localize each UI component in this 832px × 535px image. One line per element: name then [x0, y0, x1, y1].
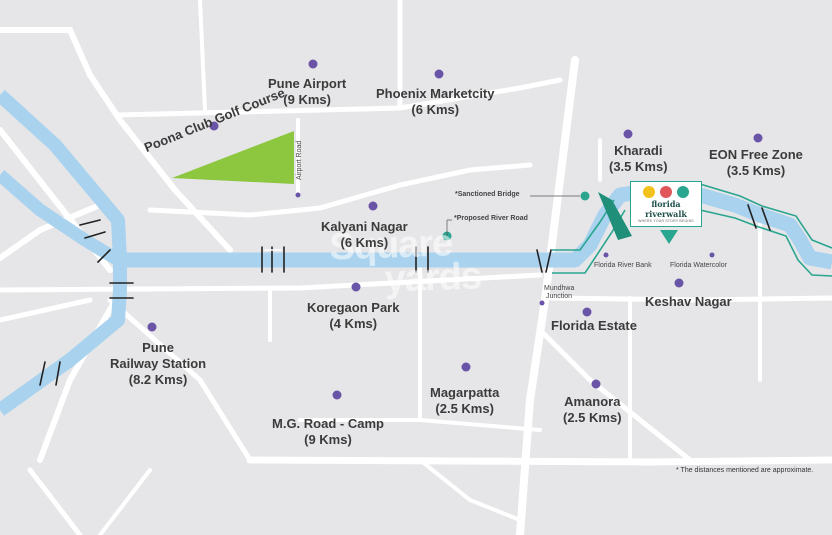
label-keshav-nagar: Keshav Nagar [645, 294, 732, 309]
label-florida-watercolor: Florida Watercolor [670, 262, 727, 269]
label-kharadi: Kharadi(3.5 Kms) [609, 143, 668, 174]
small-markers [295, 192, 715, 306]
label-florida-estate: Florida Estate [551, 318, 637, 333]
label-phoenix-marketcity: Phoenix Marketcity(6 Kms) [376, 86, 495, 117]
golf-course-area [172, 131, 294, 184]
label-magarpatta: Magarpatta(2.5 Kms) [430, 385, 500, 416]
florida-riverwalk-logo: florida riverwalk WHERE YOUR STORY BEGIN… [630, 181, 702, 227]
brand-tagline: WHERE YOUR STORY BEGINS [638, 219, 694, 223]
label-junction: Junction [546, 293, 573, 300]
label-proposed-river-road: *Proposed River Road [454, 215, 528, 222]
label-kalyani-nagar: Kalyani Nagar(6 Kms) [321, 219, 408, 250]
property-pointer [660, 230, 678, 244]
label-mg-road-camp: M.G. Road - Camp(9 Kms) [272, 416, 384, 447]
label-airport-road: Airport Road [296, 140, 303, 180]
distance-footnote: * The distances mentioned are approximat… [676, 467, 814, 474]
label-koregaon-park: Koregaon Park(4 Kms) [307, 300, 400, 331]
sanctioned-bridge-dot [580, 191, 590, 201]
label-sanctioned-bridge: *Sanctioned Bridge [455, 191, 520, 198]
brand-title: florida riverwalk [645, 199, 687, 219]
place-markers [147, 59, 763, 400]
logo-dots [631, 186, 701, 198]
label-florida-river-bank: Florida River Bank [594, 262, 652, 269]
bridges [39, 204, 771, 386]
label-amanora: Amanora(2.5 Kms) [563, 394, 622, 425]
sanctioned-bridge-marker [598, 192, 632, 240]
label-pune-airport: Pune Airport(9 Kms) [268, 76, 347, 107]
label-eon-free-zone: EON Free Zone(3.5 Kms) [709, 147, 803, 178]
label-mundhwa: Mundhwa [544, 285, 575, 292]
